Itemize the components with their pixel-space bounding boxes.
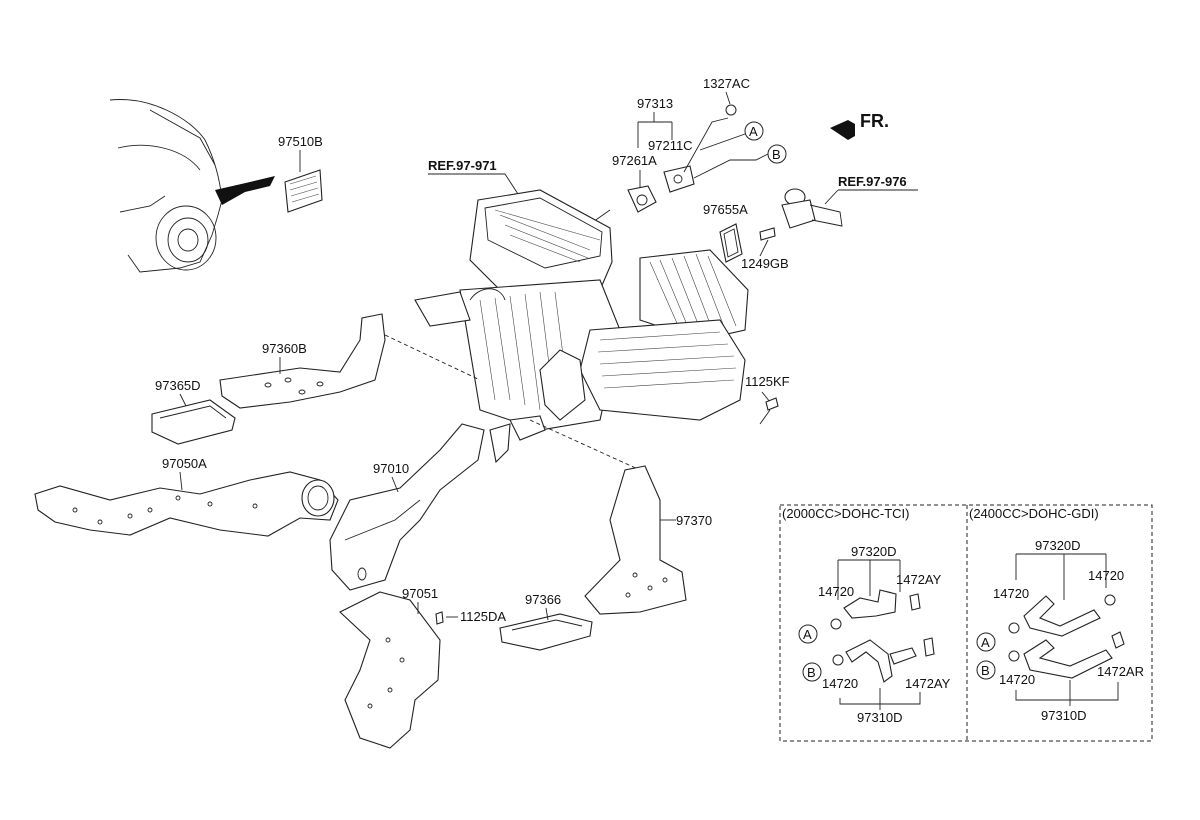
inset-right-title: (2400CC>DOHC-GDI): [969, 506, 1099, 521]
inset-left-clip-lower: 1472AY: [905, 676, 951, 691]
inset-right-callout-b-label: B: [981, 663, 990, 678]
duct-cover-97365D: [151, 399, 236, 445]
expansion-valve-pipe: [781, 188, 843, 229]
inset-left-callout-b-label: B: [807, 665, 816, 680]
vehicle-outline: [109, 99, 275, 273]
rear-duct-97360B: [219, 313, 386, 409]
label-97366: 97366: [525, 592, 561, 607]
label-97010: 97010: [373, 461, 409, 476]
seal-97655A: [719, 223, 743, 263]
inset-left-clip-upper: 1472AY: [896, 572, 942, 587]
label-97050A: 97050A: [162, 456, 207, 471]
gasket-97261A: [627, 185, 657, 213]
inset-right-clip-lower-icon: [1111, 631, 1125, 649]
inset-left-clip-lower-icon: [923, 637, 935, 657]
ref-heater-unit: REF.97-971: [428, 158, 497, 173]
air-extractor-grille-part: [284, 169, 323, 213]
inset-left-clamp-b-icon: [832, 654, 844, 666]
label-97510B: 97510B: [278, 134, 323, 149]
label-97261A: 97261A: [612, 153, 657, 168]
ref-pipe: REF.97-976: [838, 174, 907, 189]
inset-left-hose-upper: 97320D: [851, 544, 897, 559]
front-direction-arrow: [830, 120, 855, 140]
duct-cover-97366: [499, 613, 593, 651]
label-97365D: 97365D: [155, 378, 201, 393]
front-direction-label: FR.: [860, 111, 889, 131]
rear-duct-97370: [584, 465, 687, 615]
label-1125KF: 1125KF: [745, 374, 790, 389]
inset-right-lower-hose: [1023, 639, 1113, 679]
label-1125DA: 1125DA: [460, 609, 506, 624]
bolt-1125DA-icon: [435, 611, 444, 625]
inset-left-upper-hose: [843, 589, 897, 619]
label-97051: 97051: [402, 586, 438, 601]
callout-a-top: [744, 121, 764, 141]
bolt-1125KF-icon: [765, 397, 779, 411]
screw-1249GB-icon: [759, 227, 776, 241]
inset-right-clamp-a: 14720: [993, 586, 1029, 601]
label-1327AC: 1327AC: [703, 76, 750, 91]
heater-blower-unit: [414, 189, 749, 464]
bracket-97211C: [663, 165, 695, 193]
inset-right-hose-upper: 97320D: [1035, 538, 1081, 553]
inset-right-callout-b: [976, 660, 996, 680]
inset-right-clamp-a2: 14720: [1088, 568, 1124, 583]
center-duct-97010: [329, 423, 485, 591]
label-97360B: 97360B: [262, 341, 307, 356]
inset-left-callout-a-label: A: [803, 627, 812, 642]
inset-left-clip-upper-icon: [909, 593, 921, 611]
inset-right-callout-a: [976, 632, 996, 652]
label-97370: 97370: [676, 513, 712, 528]
callout-b-top: [767, 144, 787, 164]
inset-right-clamp-a2-icon: [1104, 594, 1116, 606]
nut-1327AC-icon: [725, 104, 737, 116]
inset-left-callout-b: [802, 662, 822, 682]
inset-left-clamp-b: 14720: [822, 676, 858, 691]
inset-right-upper-hose: [1023, 595, 1101, 637]
label-1249GB: 1249GB: [741, 256, 789, 271]
inset-left-callout-a: [798, 624, 818, 644]
inset-right-clip-lower: 1472AR: [1097, 664, 1144, 679]
inset-right-clamp-a-icon: [1008, 622, 1020, 634]
label-97655A: 97655A: [703, 202, 748, 217]
inset-right-callout-a-label: A: [981, 635, 990, 650]
label-97313: 97313: [637, 96, 673, 111]
inset-left-clamp-a: 14720: [818, 584, 854, 599]
inset-right-hose-lower: 97310D: [1041, 708, 1087, 723]
inset-left-hose-lower: 97310D: [857, 710, 903, 725]
label-97211C: 97211C: [648, 138, 693, 153]
inset-left-title: (2000CC>DOHC-TCI): [782, 506, 910, 521]
rear-floor-duct-97051: [339, 591, 441, 749]
inset-left-clamp-a-icon: [830, 618, 842, 630]
engine-variant-inset: [779, 504, 1153, 742]
inset-left-lower-hose: [845, 639, 893, 683]
callout-b-top-label: B: [772, 147, 781, 162]
inset-right-clamp-b: 14720: [999, 672, 1035, 687]
callout-a-top-label: A: [749, 124, 758, 139]
inset-right-clamp-b-icon: [1008, 650, 1020, 662]
floor-duct-97050A: [34, 471, 339, 537]
